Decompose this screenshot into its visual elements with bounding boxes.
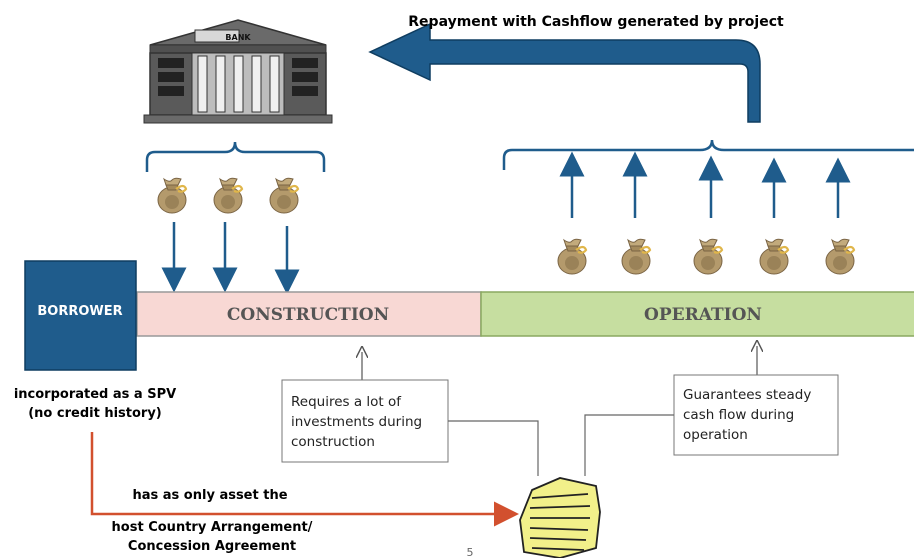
borrower-note-line2: (no credit history): [28, 406, 162, 421]
document-icon: [519, 477, 601, 558]
operation-label: OPERATION: [644, 305, 762, 325]
money-bag-icon: [268, 177, 300, 215]
construction-note-line2: investments during: [291, 414, 422, 430]
construction-note-line1: Requires a lot of: [291, 394, 402, 410]
page-number: 5: [467, 546, 474, 558]
left-brace: [145, 141, 326, 172]
money-bag-icon: [824, 238, 856, 276]
operation-phase: [480, 291, 914, 337]
right-brace: [502, 139, 914, 170]
asset-line3: Concession Agreement: [128, 539, 296, 554]
operation-connector: [584, 414, 674, 476]
repayment-arrow: [368, 22, 761, 123]
asset-line2: host Country Arrangement/: [112, 520, 313, 535]
operation-note-line3: operation: [683, 427, 748, 443]
construction-note-box: [281, 379, 449, 463]
asset-line1: has as only asset the: [132, 488, 287, 503]
construction-label: CONSTRUCTION: [227, 305, 389, 325]
money-bag-icon: [758, 238, 790, 276]
bank-icon: [143, 19, 333, 124]
operation-note-line2: cash flow during: [683, 407, 794, 423]
repayment-label: Repayment with Cashflow generated by pro…: [408, 14, 784, 30]
borrower-box: [24, 260, 137, 371]
operation-note-line1: Guarantees steady: [683, 387, 811, 403]
borrower-note-line1: incorporated as a SPV: [14, 387, 176, 402]
money-bag-icon: [556, 238, 588, 276]
construction-note-line3: construction: [291, 434, 375, 450]
bank-label: BANK: [225, 33, 251, 42]
asset-arrow: [90, 432, 519, 527]
money-bag-icon: [692, 238, 724, 276]
construction-connector: [448, 420, 539, 476]
money-bag-icon: [156, 177, 188, 215]
money-bag-icon: [212, 177, 244, 215]
money-bag-icon: [620, 238, 652, 276]
borrower-label: BORROWER: [37, 304, 122, 319]
operation-note-box: [673, 374, 839, 456]
